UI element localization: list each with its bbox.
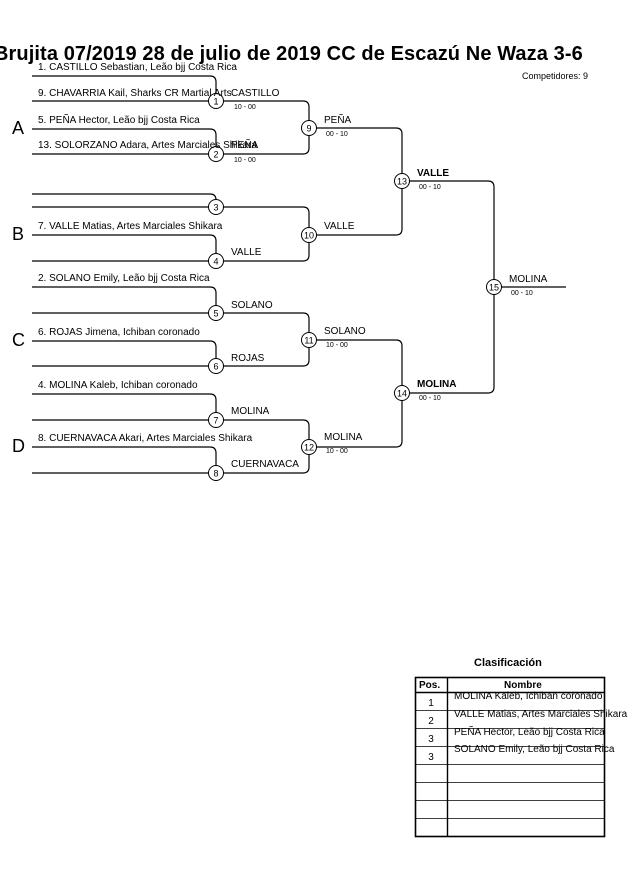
classification-pos-2: 2 (428, 716, 434, 727)
classification-name-4: SOLANO Emily, Leão bjj Costa Rica (454, 744, 615, 755)
score-match-13: 00 - 10 (419, 184, 441, 191)
match-number-15: 15 (489, 283, 499, 293)
entry-chavarria: 9. CHAVARRIA Kail, Sharks CR Martial Art… (38, 88, 232, 99)
winner-match-15: MOLINA (509, 274, 548, 285)
classification-name-1: MOLINA Kaleb, Ichiban coronado (454, 691, 603, 702)
match-number-13: 13 (397, 177, 407, 187)
match-circle-15 (486, 279, 502, 295)
score-match-12: 10 - 00 (326, 448, 348, 455)
winner-match-1: CASTILLO (231, 88, 280, 99)
entry-valle: 7. VALLE Matias, Artes Marciales Shikara (38, 221, 223, 232)
winner-match-10: VALLE (324, 221, 355, 232)
match-circle-12 (301, 439, 317, 455)
classification-header-pos: Pos. (419, 680, 441, 691)
match-number-3: 3 (213, 203, 218, 213)
match-circle-7 (208, 412, 224, 428)
match-number-12: 12 (304, 443, 314, 453)
entry-solorzano: 13. SOLORZANO Adara, Artes Marciales Shi… (38, 140, 257, 151)
entry-solano: 2. SOLANO Emily, Leão bjj Costa Rica (38, 273, 210, 284)
pool-label-a: A (12, 118, 25, 138)
page-title: Brujita 07/2019 28 de julio de 2019 CC d… (0, 43, 583, 65)
match-circle-1 (208, 93, 224, 109)
match-circle-10 (301, 227, 317, 243)
match-number-4: 4 (213, 257, 218, 267)
pool-label-b: B (12, 224, 25, 244)
score-match-14: 00 - 10 (419, 395, 441, 402)
entry-pena: 5. PEÑA Hector, Leão bjj Costa Rica (38, 115, 200, 126)
winner-match-11: SOLANO (324, 326, 366, 337)
match-circle-11 (301, 332, 317, 348)
match-number-8: 8 (213, 469, 218, 479)
winner-match-13: VALLE (417, 168, 450, 179)
classification-pos-4: 3 (428, 752, 434, 763)
winner-match-2: PEÑA (231, 140, 259, 151)
winner-match-12: MOLINA (324, 432, 363, 443)
match-number-7: 7 (213, 416, 218, 426)
winner-match-4: VALLE (231, 247, 262, 258)
match-number-14: 14 (397, 389, 407, 399)
match-number-5: 5 (213, 309, 218, 319)
classification-name-3: PEÑA Hector, Leão bjj Costa Rica (454, 727, 605, 738)
pool-label-c: C (12, 330, 25, 350)
match-number-6: 6 (213, 362, 218, 372)
pool-label-d: D (12, 436, 25, 456)
score-match-9: 00 - 10 (326, 131, 348, 138)
match-circle-2 (208, 146, 224, 162)
match-number-11: 11 (304, 336, 313, 346)
classification-name-2: VALLE Matias, Artes Marciales Shikara (454, 709, 628, 720)
match-circle-4 (208, 253, 224, 269)
match-circle-13 (394, 173, 410, 189)
match-number-2: 2 (213, 150, 218, 160)
match-circle-3 (208, 199, 224, 215)
winner-match-7: MOLINA (231, 406, 270, 417)
classification-header-name: Nombre (504, 680, 542, 691)
entry-rojas: 6. ROJAS Jimena, Ichiban coronado (38, 327, 200, 338)
classification-pos-3: 3 (428, 734, 434, 745)
score-match-1: 10 - 00 (234, 104, 256, 111)
score-match-2: 10 - 00 (234, 157, 256, 164)
score-match-15: 00 - 10 (511, 290, 533, 297)
winner-match-8: CUERNAVACA (231, 459, 299, 470)
classification-title: Clasificación (474, 657, 542, 669)
score-match-11: 10 - 00 (326, 342, 348, 349)
match-number-9: 9 (306, 124, 311, 134)
match-number-1: 1 (213, 97, 218, 107)
entry-molina: 4. MOLINA Kaleb, Ichiban coronado (38, 380, 198, 391)
classification-pos-1: 1 (428, 698, 434, 709)
match-circle-5 (208, 305, 224, 321)
match-circle-9 (301, 120, 317, 136)
winner-match-9: PEÑA (324, 115, 352, 126)
match-number-10: 10 (304, 231, 314, 241)
entry-cuernavaca: 8. CUERNAVACA Akari, Artes Marciales Shi… (38, 433, 253, 444)
match-circle-6 (208, 358, 224, 374)
match-circle-8 (208, 465, 224, 481)
match-circle-14 (394, 385, 410, 401)
winner-match-6: ROJAS (231, 353, 265, 364)
entry-castillo: 1. CASTILLO Sebastian, Leão bjj Costa Ri… (38, 62, 237, 73)
competitors-count: Competidores: 9 (522, 71, 589, 81)
winner-match-14: MOLINA (417, 379, 457, 390)
winner-match-5: SOLANO (231, 300, 273, 311)
